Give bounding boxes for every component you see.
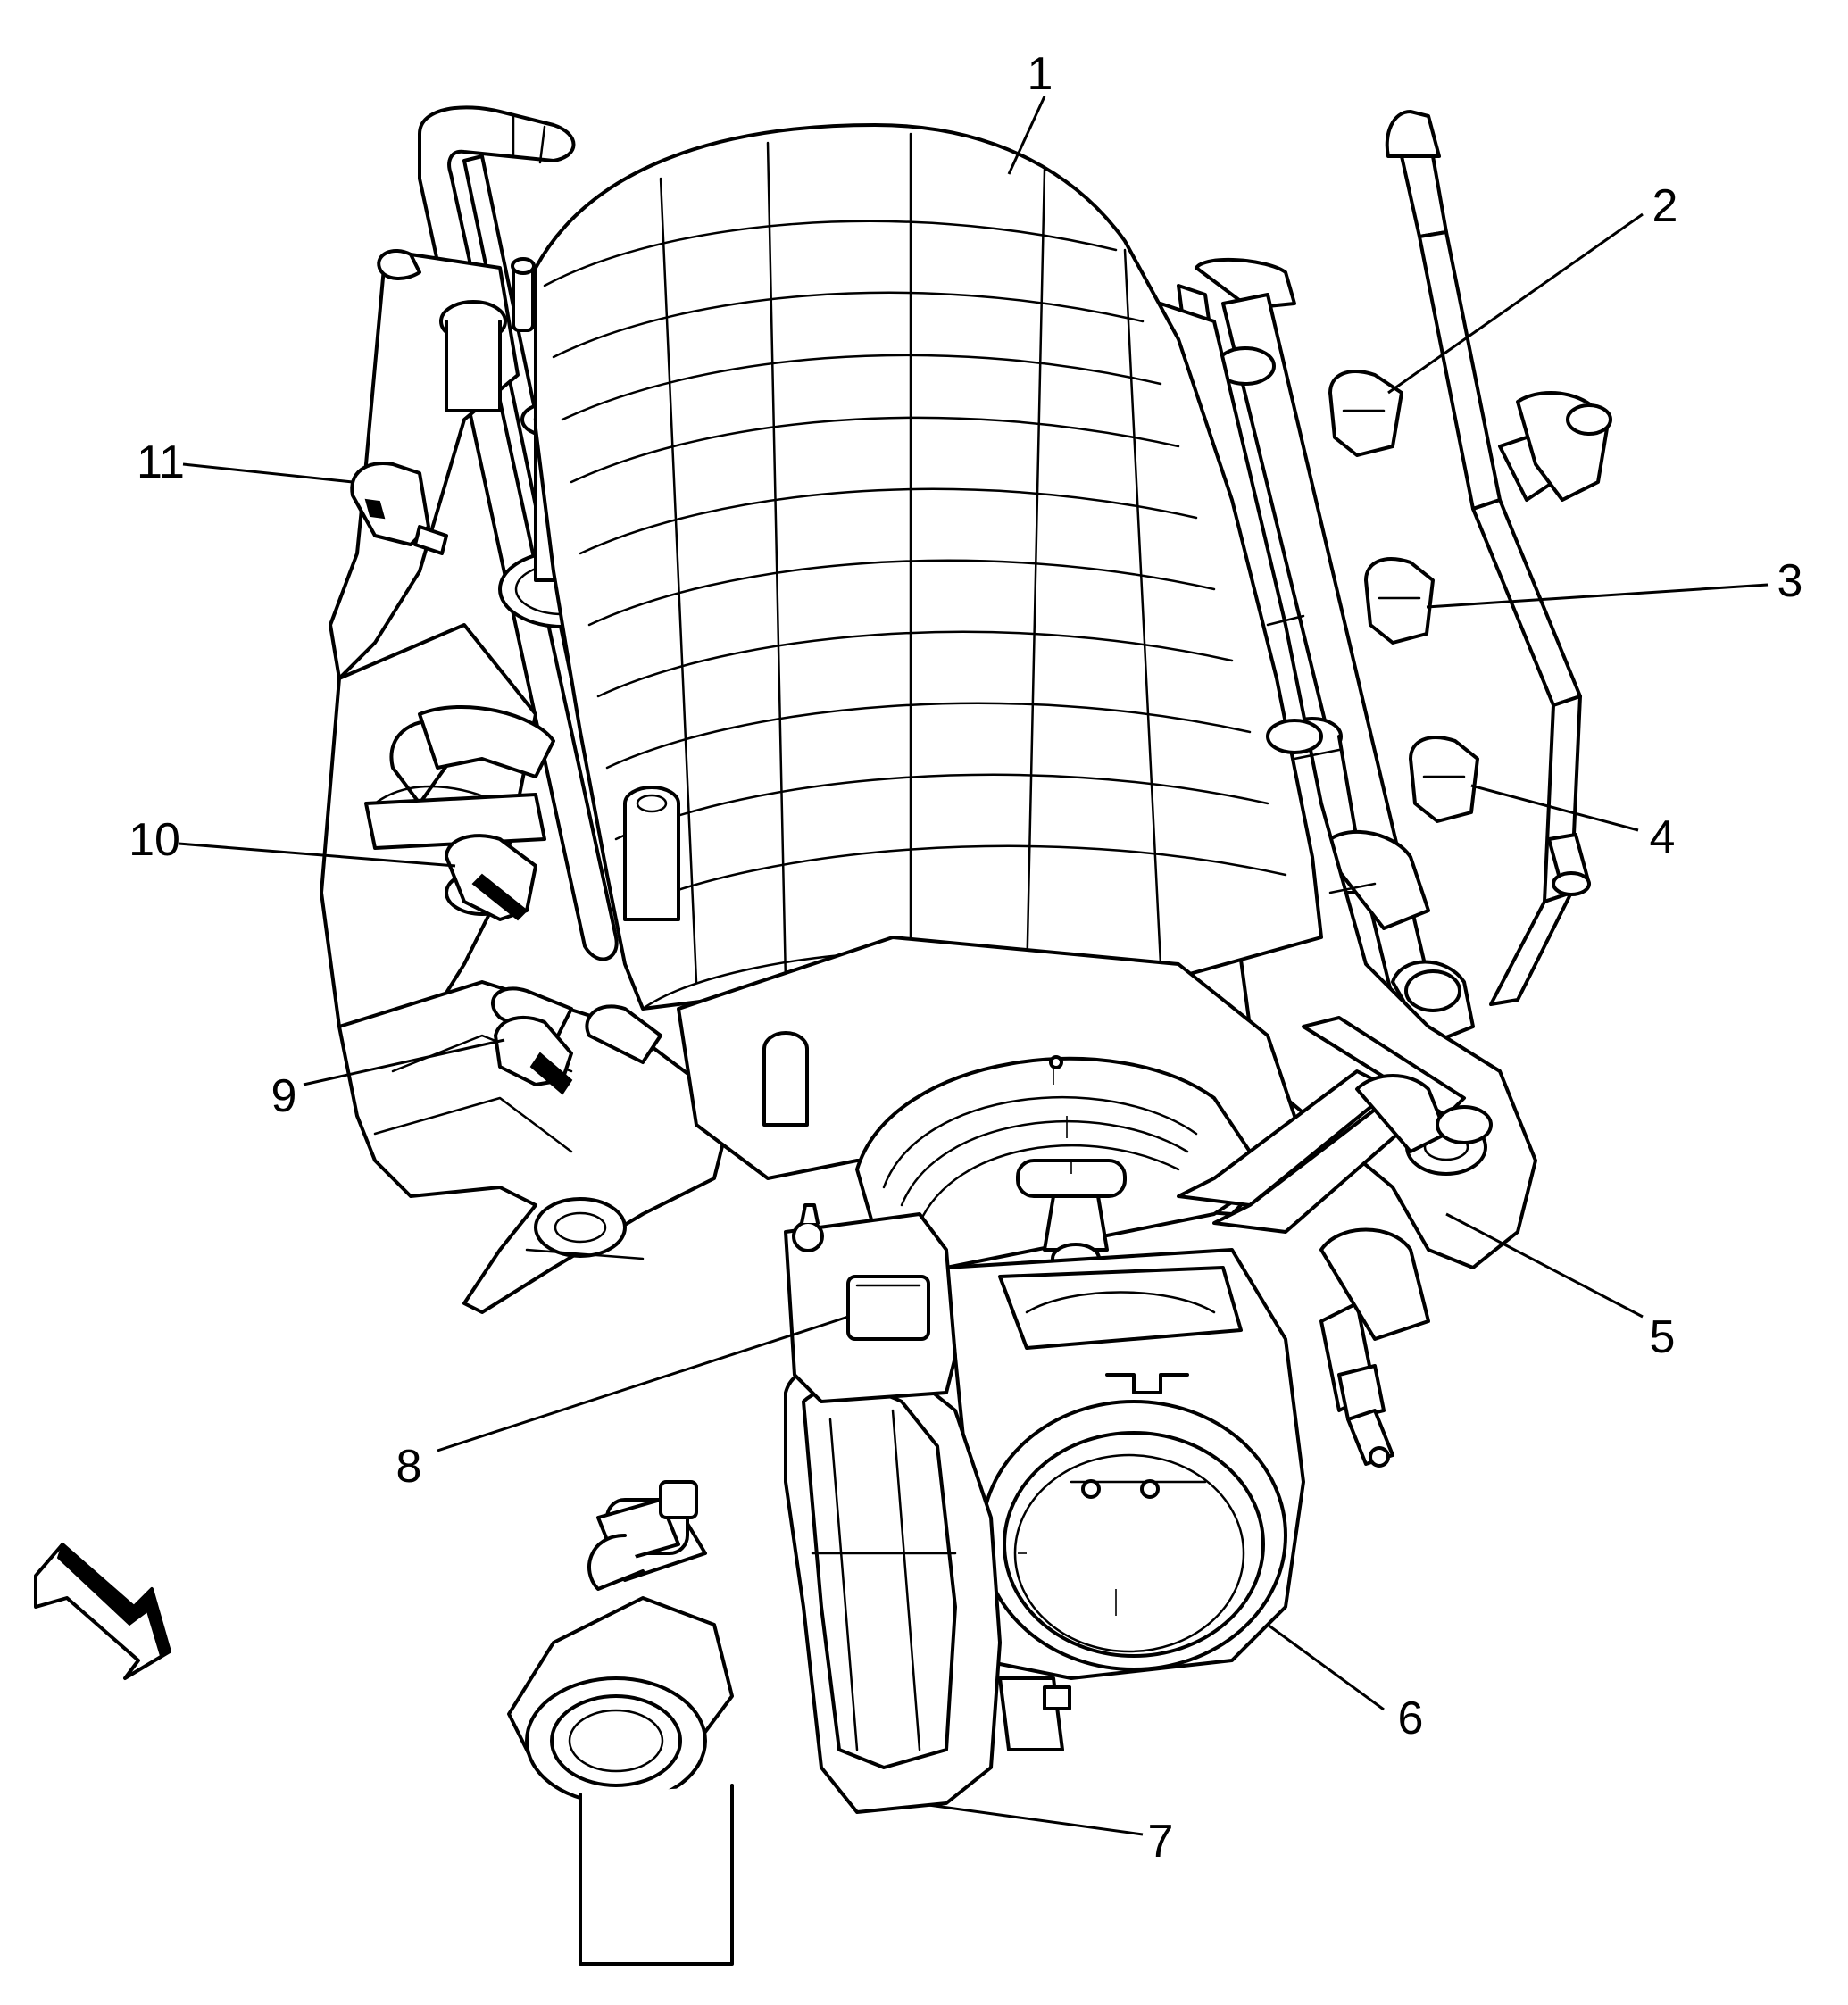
- vent-tube-harness: [1385, 110, 1612, 1006]
- callout-3: 3: [1777, 555, 1803, 607]
- leader-5: [1445, 1212, 1644, 1319]
- throttle-body: [945, 1248, 1305, 1680]
- coolant-outlet: [507, 1480, 734, 1966]
- fuel-injector-connector-10: [445, 834, 537, 921]
- fuel-line-assembly: [1177, 1016, 1493, 1468]
- fuel-injector-connector-4: [1409, 736, 1479, 823]
- leader-3: [1426, 583, 1769, 609]
- throttle-inlet-bore: [855, 1055, 1269, 1275]
- view-direction-arrow-icon: [34, 1543, 171, 1680]
- leader-2: [1387, 212, 1644, 395]
- callout-9: 9: [271, 1070, 297, 1122]
- leader-10: [178, 842, 456, 868]
- intake-manifold-plenum: [534, 123, 1323, 1216]
- fuel-injector-connector-3: [1364, 557, 1435, 645]
- callout-4: 4: [1650, 811, 1676, 863]
- callout-10: 10: [129, 814, 180, 866]
- fuel-injector-connector-11: [350, 462, 448, 555]
- leader-9: [303, 1038, 505, 1086]
- plenum-bosses: [623, 719, 1323, 1127]
- map-sensor-bracket: [784, 1203, 957, 1403]
- callout-11: 11: [137, 437, 185, 488]
- leader-11: [182, 462, 354, 484]
- callout-5: 5: [1650, 1311, 1676, 1363]
- callout-7: 7: [1148, 1816, 1174, 1868]
- callout-1: 1: [1028, 48, 1053, 100]
- leader-6: [1267, 1623, 1385, 1711]
- leader-7: [928, 1803, 1144, 1836]
- callout-leaders: [178, 96, 1769, 1836]
- right-fuel-rail: [1177, 258, 1475, 1046]
- leader-4: [1470, 784, 1639, 832]
- fuel-injector-connector-2: [1328, 370, 1403, 457]
- leader-8: [437, 1315, 849, 1452]
- callout-8: 8: [396, 1441, 422, 1493]
- callout-6: 6: [1398, 1693, 1424, 1744]
- leader-1: [1007, 96, 1046, 175]
- callout-labels: 1 2 3 4 5 6 7 8 9 10 11: [129, 48, 1802, 1868]
- fuel-injector-connector-9: [494, 1016, 573, 1095]
- callout-2: 2: [1652, 180, 1678, 232]
